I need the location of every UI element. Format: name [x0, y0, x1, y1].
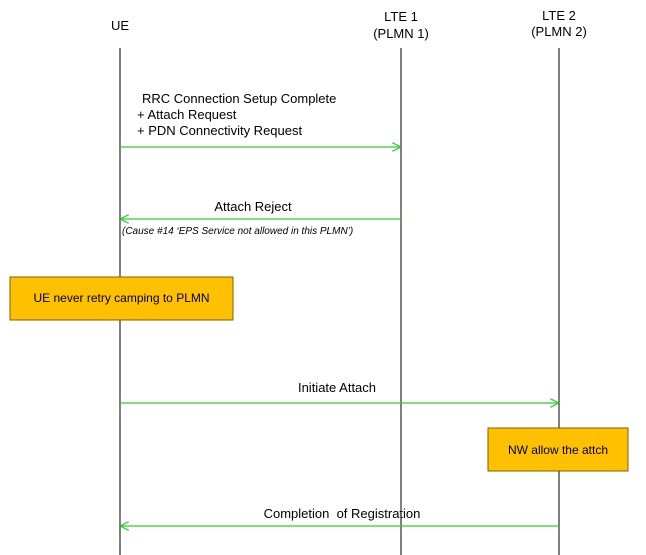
entity-ue: UE — [111, 18, 129, 33]
entity-lte2-name: LTE 2 — [542, 8, 576, 23]
note-ue-never-retry-text: UE never retry camping to PLMN — [33, 291, 209, 305]
entity-lte2-plmn: (PLMN 2) — [531, 24, 587, 39]
entity-lte2: LTE 2 (PLMN 2) — [531, 8, 587, 39]
message-rrc-line-3: + PDN Connectivity Request — [137, 123, 302, 138]
entity-lte1-name: LTE 1 — [384, 9, 418, 24]
note-nw-allow: NW allow the attch — [487, 427, 629, 472]
note-nw-allow-box — [487, 427, 629, 472]
message-completion-registration-label: Completion of Registration — [264, 506, 421, 521]
note-ue-never-retry: UE never retry camping to PLMN — [9, 276, 234, 321]
message-attach-reject-label: Attach Reject — [214, 199, 292, 214]
message-initiate-attach: Initiate Attach — [120, 380, 558, 403]
message-completion-registration: Completion of Registration — [121, 506, 559, 526]
message-rrc-line-1: RRC Connection Setup Complete — [142, 91, 336, 106]
message-attach-reject: Attach Reject (Cause #14 ‘EPS Service no… — [121, 199, 401, 237]
message-attach-reject-cause: (Cause #14 ‘EPS Service not allowed in t… — [122, 226, 353, 237]
entity-lte1-plmn: (PLMN 1) — [373, 26, 429, 41]
message-initiate-attach-label: Initiate Attach — [298, 380, 376, 395]
message-rrc-line-2: + Attach Request — [137, 107, 237, 122]
entity-lte1: LTE 1 (PLMN 1) — [373, 9, 429, 41]
note-nw-allow-text: NW allow the attch — [508, 443, 608, 457]
message-rrc-setup-complete: RRC Connection Setup Complete + Attach R… — [120, 91, 400, 147]
entity-ue-label: UE — [111, 18, 129, 33]
note-ue-never-retry-box — [9, 276, 234, 321]
